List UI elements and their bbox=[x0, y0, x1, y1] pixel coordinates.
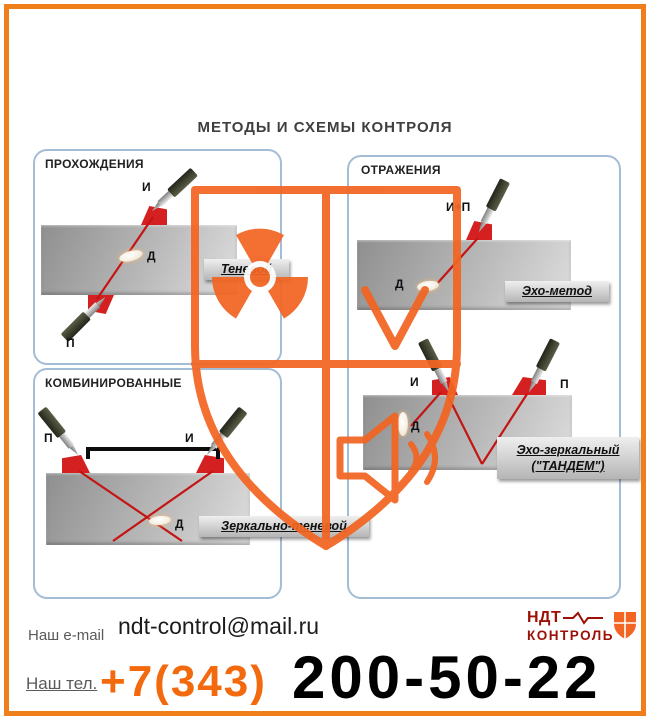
label-probe-echo: И+П bbox=[446, 200, 471, 214]
logo-shield-icon bbox=[614, 612, 636, 639]
method-label-shadow: Теневой bbox=[204, 259, 289, 280]
phone-number: 200-50-22 bbox=[292, 644, 602, 711]
panel-reflection-header: ОТРАЖЕНИЯ bbox=[361, 163, 441, 177]
wedge-echo bbox=[466, 221, 492, 240]
probe-connector-bracket bbox=[86, 447, 220, 459]
label-emitter-combined: И bbox=[185, 431, 194, 445]
email-address: ndt-control@mail.ru bbox=[118, 613, 320, 639]
email-label: Наш e-mail bbox=[28, 627, 105, 644]
label-defect-echo: Д bbox=[395, 277, 404, 291]
panel-transmission-header: ПРОХОЖДЕНИЯ bbox=[45, 157, 144, 171]
label-receiver-tandem: П bbox=[560, 377, 569, 391]
method-label-echo-text: Эхо-метод bbox=[522, 284, 592, 299]
method-label-tandem-line1: Эхо-зеркальный bbox=[516, 442, 620, 457]
method-label-mirror-shadow-text: Зеркально-теневой bbox=[221, 519, 347, 534]
page-title: МЕТОДЫ И СХЕМЫ КОНТРОЛЯ bbox=[197, 119, 453, 136]
phone-label: Наш тел. bbox=[26, 674, 98, 693]
probe-tip bbox=[477, 221, 486, 233]
label-receiver-combined: П bbox=[44, 431, 53, 445]
label-emitter-tandem: И bbox=[410, 375, 419, 389]
method-label-shadow-text: Теневой bbox=[220, 262, 273, 277]
phone-area-code: +7(343) bbox=[100, 657, 267, 706]
method-label-mirror-shadow: Зеркально-теневой bbox=[199, 516, 369, 537]
label-defect-transmission: Д bbox=[147, 249, 156, 263]
logo-text-top: НДТ bbox=[527, 609, 562, 626]
label-defect-combined: Д bbox=[175, 517, 184, 531]
probe-tip bbox=[527, 381, 536, 393]
label-receiver-transmission: П bbox=[66, 336, 75, 350]
method-label-tandem: Эхо-зеркальный ("ТАНДЕМ") bbox=[497, 437, 639, 479]
method-label-tandem-line2: ("ТАНДЕМ") bbox=[531, 459, 605, 473]
probe-tip bbox=[442, 381, 451, 393]
company-logo: НДТ КОНТРОЛЬ bbox=[527, 609, 645, 643]
logo-line-1: НДТ bbox=[527, 609, 645, 627]
label-defect-tandem: Д bbox=[411, 419, 420, 433]
logo-text-bottom: КОНТРОЛЬ bbox=[527, 628, 614, 643]
panel-combined-header: КОМБИНИРОВАННЫЕ bbox=[45, 376, 182, 390]
pulse-line-icon bbox=[563, 611, 604, 625]
defect-tandem bbox=[398, 412, 408, 436]
label-emitter-transmission: И bbox=[142, 180, 151, 194]
method-label-echo: Эхо-метод bbox=[505, 281, 609, 302]
probe-neck bbox=[434, 367, 448, 385]
